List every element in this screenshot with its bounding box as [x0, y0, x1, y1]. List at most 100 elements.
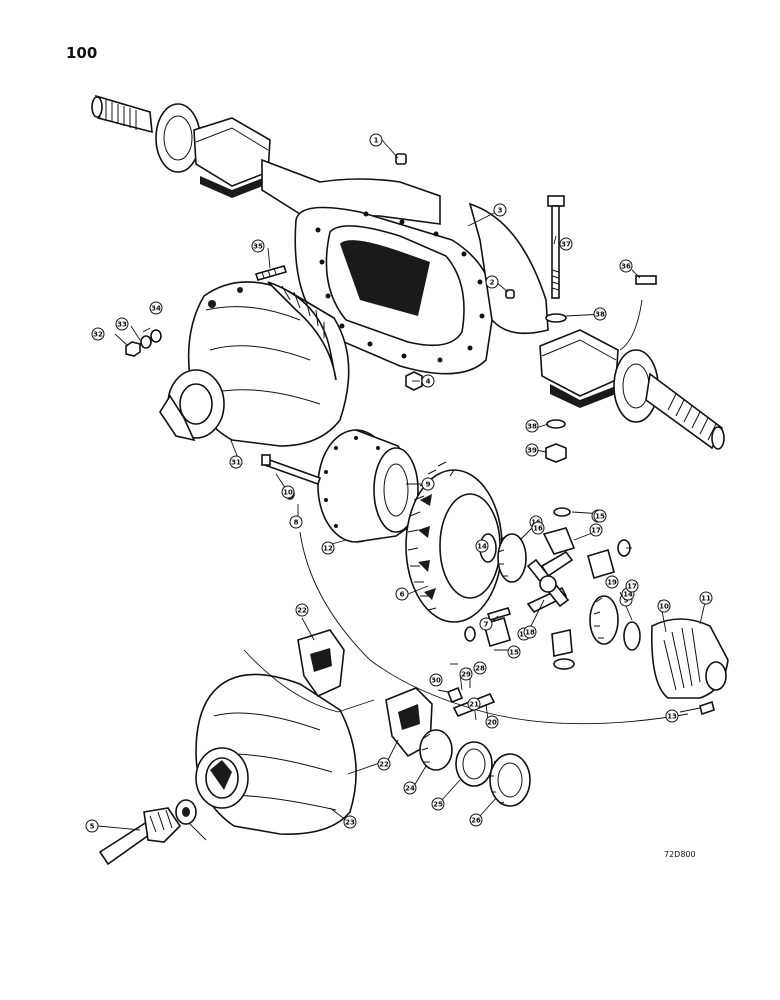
callout-label: 29 [461, 671, 471, 679]
callout-circle [85, 819, 99, 833]
thrust-washer [623, 621, 641, 651]
callout-label: 17 [591, 527, 601, 535]
washer [546, 419, 566, 429]
callout-31: 31 [229, 455, 243, 469]
callout-label: 38 [595, 311, 605, 319]
callout-circle [421, 477, 435, 491]
callout-label: 2 [490, 279, 495, 287]
side-gear [497, 533, 527, 583]
callout-label: 26 [471, 817, 481, 825]
callout-label: 9 [624, 597, 629, 605]
callout-circle [699, 591, 713, 605]
callout-22: 22 [295, 603, 309, 617]
callout-circle [523, 625, 537, 639]
callout-8: 8 [289, 515, 303, 529]
bearing-cap [385, 687, 433, 758]
callout-label: 18 [525, 629, 535, 637]
breather [395, 153, 407, 165]
callout-label: 15 [595, 513, 605, 521]
callout-5: 5 [85, 819, 99, 833]
callout-label: 34 [151, 305, 161, 313]
callout-9: 9 [421, 477, 435, 491]
pinion-bearing [419, 729, 453, 771]
callout-label: 10 [659, 603, 669, 611]
callout-circle [115, 317, 129, 331]
callout-17: 17 [589, 523, 603, 537]
callout-label: 31 [231, 459, 241, 467]
callout-label: 8 [294, 519, 299, 527]
callout-circle [429, 673, 443, 687]
callout-label: 39 [527, 447, 537, 455]
callout-7: 7 [479, 617, 493, 631]
callout-label: 14 [623, 591, 633, 599]
callout-circle [421, 374, 435, 388]
callout-label: 23 [345, 819, 355, 827]
callout-circle [251, 239, 265, 253]
callout-circle [473, 661, 487, 675]
callout-circle [369, 133, 383, 147]
callout-circle [403, 781, 417, 795]
callout-label: 12 [323, 545, 333, 553]
callout-label: 20 [487, 719, 497, 727]
callout-circle [525, 419, 539, 433]
callout-10: 10 [657, 599, 671, 613]
drawing-code: 72D800 [664, 850, 696, 859]
callout-20: 20 [485, 715, 499, 729]
callout-label: 1 [374, 137, 379, 145]
callout-24: 24 [403, 781, 417, 795]
callout-6: 6 [395, 587, 409, 601]
callout-21: 21 [467, 697, 481, 711]
callout-label: 28 [475, 665, 485, 673]
differential-case-half [651, 618, 729, 699]
carrier-housing [195, 673, 357, 835]
lock-bolt [446, 686, 464, 704]
callout-19: 19 [605, 575, 619, 589]
callout-label: 24 [405, 785, 415, 793]
callout-39: 39 [525, 443, 539, 457]
callout-circle [469, 813, 483, 827]
differential-case-half-flanged [317, 429, 419, 543]
ring-gear [405, 461, 503, 623]
callout-circle [475, 539, 489, 553]
callout-18: 18 [523, 625, 537, 639]
differential-spider [526, 550, 574, 614]
callout-label: 33 [117, 321, 127, 329]
callout-38: 38 [525, 419, 539, 433]
callout-label: 7 [484, 621, 489, 629]
callout-17: 17 [625, 579, 639, 593]
callout-33: 33 [115, 317, 129, 331]
callout-label: 21 [469, 701, 479, 709]
callout-circle [657, 599, 671, 613]
callout-circle [593, 509, 607, 523]
thrust-washer [464, 626, 476, 642]
lock-bolt [486, 607, 512, 621]
washer [140, 335, 152, 349]
callout-label: 30 [431, 677, 441, 685]
callout-1: 1 [369, 133, 383, 147]
callout-circle [493, 203, 507, 217]
callout-28: 28 [473, 661, 487, 675]
callout-30: 30 [429, 673, 443, 687]
callout-circle [229, 455, 243, 469]
callout-circle [589, 523, 603, 537]
callout-12: 12 [321, 541, 335, 555]
callout-38: 38 [593, 307, 607, 321]
callout-circle [149, 301, 163, 315]
callout-15: 15 [593, 509, 607, 523]
callout-35: 35 [251, 239, 265, 253]
callout-10: 10 [281, 485, 295, 499]
callout-29: 29 [459, 667, 473, 681]
callout-23: 23 [343, 815, 357, 829]
callout-36: 36 [619, 259, 633, 273]
callout-label: 5 [90, 823, 95, 831]
callout-label: 9 [426, 481, 431, 489]
callout-label: 22 [379, 761, 389, 769]
callout-label: 13 [667, 713, 677, 721]
callout-circle [507, 645, 521, 659]
lock-bolt [260, 454, 322, 486]
callout-circle [395, 587, 409, 601]
callout-3: 3 [493, 203, 507, 217]
pinion-bearing [175, 799, 197, 825]
callout-label: 37 [561, 241, 571, 249]
